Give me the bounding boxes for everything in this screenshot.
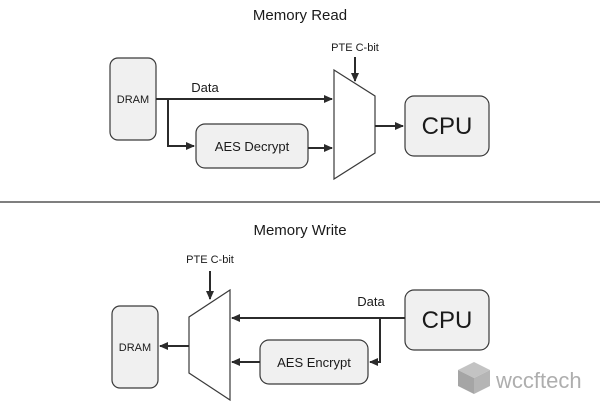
aes-decrypt-label: AES Decrypt xyxy=(215,139,290,154)
read-multiplexer xyxy=(333,68,376,181)
wccftech-logo-icon xyxy=(458,362,490,394)
aes-decrypt-box xyxy=(195,123,309,169)
write-dram-box xyxy=(111,305,159,389)
write-cpu-label: CPU xyxy=(422,307,473,334)
write-dram-label: DRAM xyxy=(119,342,151,354)
read-cpu-label: CPU xyxy=(422,113,473,140)
wccftech-watermark: wccftech xyxy=(458,362,582,394)
read-data-label: Data xyxy=(191,80,219,95)
read-cpu-box xyxy=(404,95,490,157)
memory-read-title: Memory Read xyxy=(253,7,347,24)
cpu-to-aes-arrow xyxy=(369,318,381,366)
read-pte-label: PTE C-bit xyxy=(331,42,379,54)
write-cpu-box xyxy=(404,289,490,351)
memory-write-section: Memory Write DRAM AES Encrypt CPU PTE C-… xyxy=(111,222,490,402)
read-dram-label: DRAM xyxy=(117,94,149,106)
memory-read-section: Memory Read DRAM AES Decrypt CPU PTE C-b… xyxy=(109,7,490,181)
aes-encrypt-label: AES Encrypt xyxy=(277,355,351,370)
memory-write-title: Memory Write xyxy=(253,222,346,239)
watermark-text: wccftech xyxy=(495,368,582,393)
write-multiplexer xyxy=(188,288,231,402)
write-pte-label: PTE C-bit xyxy=(186,254,234,266)
read-to-aes-arrow xyxy=(167,99,195,150)
write-data-label: Data xyxy=(357,294,385,309)
